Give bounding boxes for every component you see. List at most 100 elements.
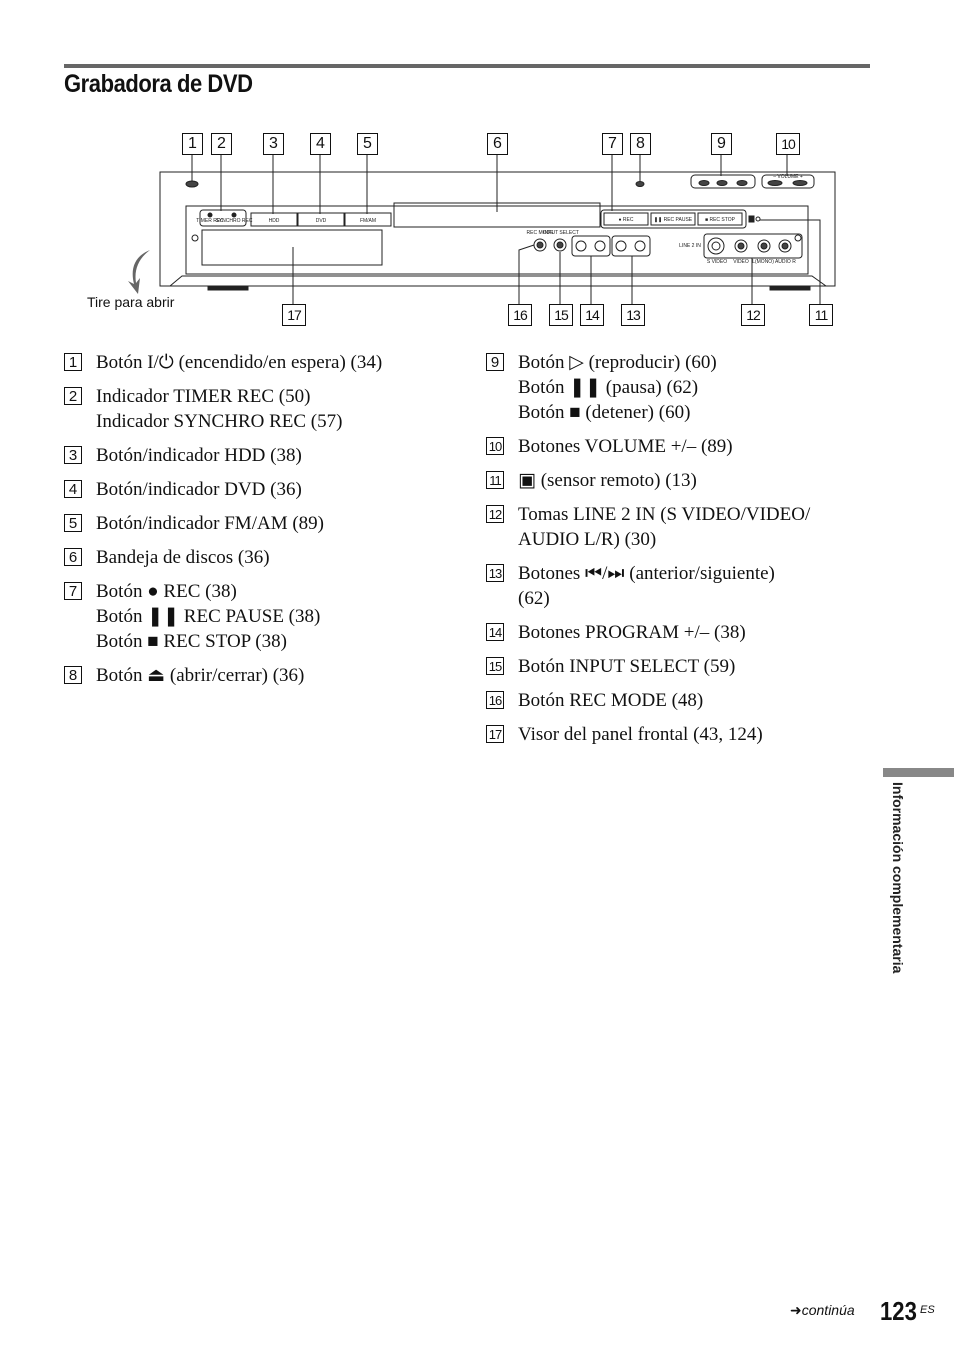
item-text-line: Botón INPUT SELECT (59) <box>518 656 736 677</box>
svideo-panel-label: S VIDEO <box>707 259 727 265</box>
item-number-badge: 12 <box>486 505 504 523</box>
page-suffix: ES <box>920 1304 935 1316</box>
item-text-line: Botones ⏮/⏭ (anterior/siguiente) <box>518 563 775 584</box>
list-item: 8 Botón ⏏ (abrir/cerrar) (36) <box>64 663 444 688</box>
item-text-line: Tomas LINE 2 IN (S VIDEO/VIDEO/ <box>518 504 811 525</box>
item-text-line: Botón/indicador HDD (38) <box>96 445 302 466</box>
side-tab-label: Información complementaria <box>890 782 906 974</box>
callout-12: 12 <box>741 304 765 326</box>
callout-11: 11 <box>809 304 833 326</box>
item-text-line: Indicador SYNCHRO REC (57) <box>96 411 343 432</box>
callout-7: 7 <box>602 133 623 155</box>
list-item: 16 Botón REC MODE (48) <box>486 688 866 713</box>
item-text-line: Botón ▷ (reproducir) (60) <box>518 352 717 373</box>
item-text-line: Botón ❚❚ REC PAUSE (38) <box>96 606 321 627</box>
list-item: 12 Tomas LINE 2 IN (S VIDEO/VIDEO/AUDIO L… <box>486 502 866 552</box>
item-number-badge: 8 <box>64 666 82 684</box>
callout-16: 16 <box>508 304 532 326</box>
rec-stop-panel-label: ■ REC STOP <box>705 217 736 223</box>
list-item: 7 Botón ● REC (38) Botón ❚❚ REC PAUSE (38)… <box>64 579 444 654</box>
dvd-recorder-diagram: HDD DVD FM/AM ● REC ❚❚ REC PAUSE ■ REC S… <box>0 0 954 340</box>
callout-6: 6 <box>487 133 508 155</box>
hdd-panel-label: HDD <box>269 218 280 224</box>
item-number-badge: 6 <box>64 548 82 566</box>
list-item: 10 Botones VOLUME +/– (89) <box>486 434 866 459</box>
item-text-line: ▣ (sensor remoto) (13) <box>518 470 697 491</box>
item-text-line: Botón ⏏ (abrir/cerrar) (36) <box>96 665 305 686</box>
top-rule <box>64 64 870 68</box>
item-text-line: Botones PROGRAM +/– (38) <box>518 622 746 643</box>
item-number-badge: 2 <box>64 387 82 405</box>
item-text-line: Botón/indicador DVD (36) <box>96 479 302 500</box>
list-item: 1 Botón I/⏻ (encendido/en espera) (34) <box>64 350 444 375</box>
list-item: 6 Bandeja de discos (36) <box>64 545 444 570</box>
item-number-badge: 7 <box>64 582 82 600</box>
item-text-line: AUDIO L/R) (30) <box>518 529 657 550</box>
list-item: 17 Visor del panel frontal (43, 124) <box>486 722 866 747</box>
callout-13: 13 <box>621 304 645 326</box>
item-text-line: Botón I/⏻ (encendido/en espera) (34) <box>96 352 383 373</box>
fmam-panel-label: FM/AM <box>360 218 376 224</box>
item-text-line: Botón ■ (detener) (60) <box>518 402 691 423</box>
item-text-line: Botón REC MODE (48) <box>518 690 704 711</box>
item-number-badge: 9 <box>486 353 504 371</box>
item-number-badge: 1 <box>64 353 82 371</box>
synchro-rec-panel-label: SYNCHRO REC <box>216 218 253 224</box>
rec-panel-label: ● REC <box>619 217 634 223</box>
list-item: 9 Botón ▷ (reproducir) (60) Botón ❚❚ (paus… <box>486 350 866 425</box>
list-item: 2 Indicador TIMER REC (50) Indicador SYNCH… <box>64 384 444 434</box>
callout-10: 10 <box>776 133 800 155</box>
line2in-panel-label: LINE 2 IN <box>679 243 701 249</box>
item-text-line: (62) <box>518 588 550 609</box>
input-select-panel-label: INPUT SELECT <box>543 230 579 236</box>
callout-8: 8 <box>630 133 651 155</box>
callout-5: 5 <box>357 133 378 155</box>
item-number-badge: 10 <box>486 437 504 455</box>
callout-9: 9 <box>711 133 732 155</box>
parts-list-right: 9 Botón ▷ (reproducir) (60) Botón ❚❚ (paus… <box>486 350 866 756</box>
item-number-badge: 16 <box>486 691 504 709</box>
item-number-badge: 5 <box>64 514 82 532</box>
list-item: 5 Botón/indicador FM/AM (89) <box>64 511 444 536</box>
item-text-line: Botón ■ REC STOP (38) <box>96 631 287 652</box>
item-text-line: Botón ● REC (38) <box>96 581 237 602</box>
rec-mode-panel-label: REC MODE <box>527 230 555 236</box>
list-item: 14 Botones PROGRAM +/– (38) <box>486 620 866 645</box>
list-item: 4 Botón/indicador DVD (36) <box>64 477 444 502</box>
page-number: 123 <box>880 1296 917 1326</box>
item-text-line: Botón ❚❚ (pausa) (62) <box>518 377 699 398</box>
item-number-badge: 13 <box>486 564 504 582</box>
item-text-line: Visor del panel frontal (43, 124) <box>518 724 763 745</box>
list-item: 13 Botones ⏮/⏭ (anterior/siguiente) (62) <box>486 561 866 611</box>
audio-panel-label: L(MONO) AUDIO R <box>752 259 796 265</box>
callout-4: 4 <box>310 133 331 155</box>
rec-pause-panel-label: ❚❚ REC PAUSE <box>654 217 693 223</box>
continue-label: continúa <box>801 1302 855 1318</box>
item-number-badge: 15 <box>486 657 504 675</box>
callout-17: 17 <box>282 304 306 326</box>
item-number-badge: 17 <box>486 725 504 743</box>
callout-3: 3 <box>263 133 284 155</box>
item-text-line: Indicador TIMER REC (50) <box>96 386 311 407</box>
callout-14: 14 <box>580 304 604 326</box>
item-number-badge: 11 <box>486 471 504 489</box>
dvd-panel-label: DVD <box>316 218 327 224</box>
item-number-badge: 4 <box>64 480 82 498</box>
pull-to-open-label: Tire para abrir <box>87 294 175 310</box>
continue-note: ➜continúa <box>790 1302 855 1319</box>
item-number-badge: 14 <box>486 623 504 641</box>
side-tab-bar <box>883 768 954 777</box>
callout-15: 15 <box>549 304 573 326</box>
item-text-line: Botón/indicador FM/AM (89) <box>96 513 324 534</box>
item-text-line: Bandeja de discos (36) <box>96 547 270 568</box>
list-item: 3 Botón/indicador HDD (38) <box>64 443 444 468</box>
volume-panel-label: – VOLUME + <box>773 174 803 180</box>
page-title: Grabadora de DVD <box>64 70 253 98</box>
list-item: 15 Botón INPUT SELECT (59) <box>486 654 866 679</box>
item-number-badge: 3 <box>64 446 82 464</box>
item-text-line: Botones VOLUME +/– (89) <box>518 436 733 457</box>
dvd-recorder-front-panel: HDD DVD FM/AM ● REC ❚❚ REC PAUSE ■ REC S… <box>128 154 836 304</box>
video-panel-label: VIDEO <box>733 259 749 265</box>
list-item: 11 ▣ (sensor remoto) (13) <box>486 468 866 493</box>
